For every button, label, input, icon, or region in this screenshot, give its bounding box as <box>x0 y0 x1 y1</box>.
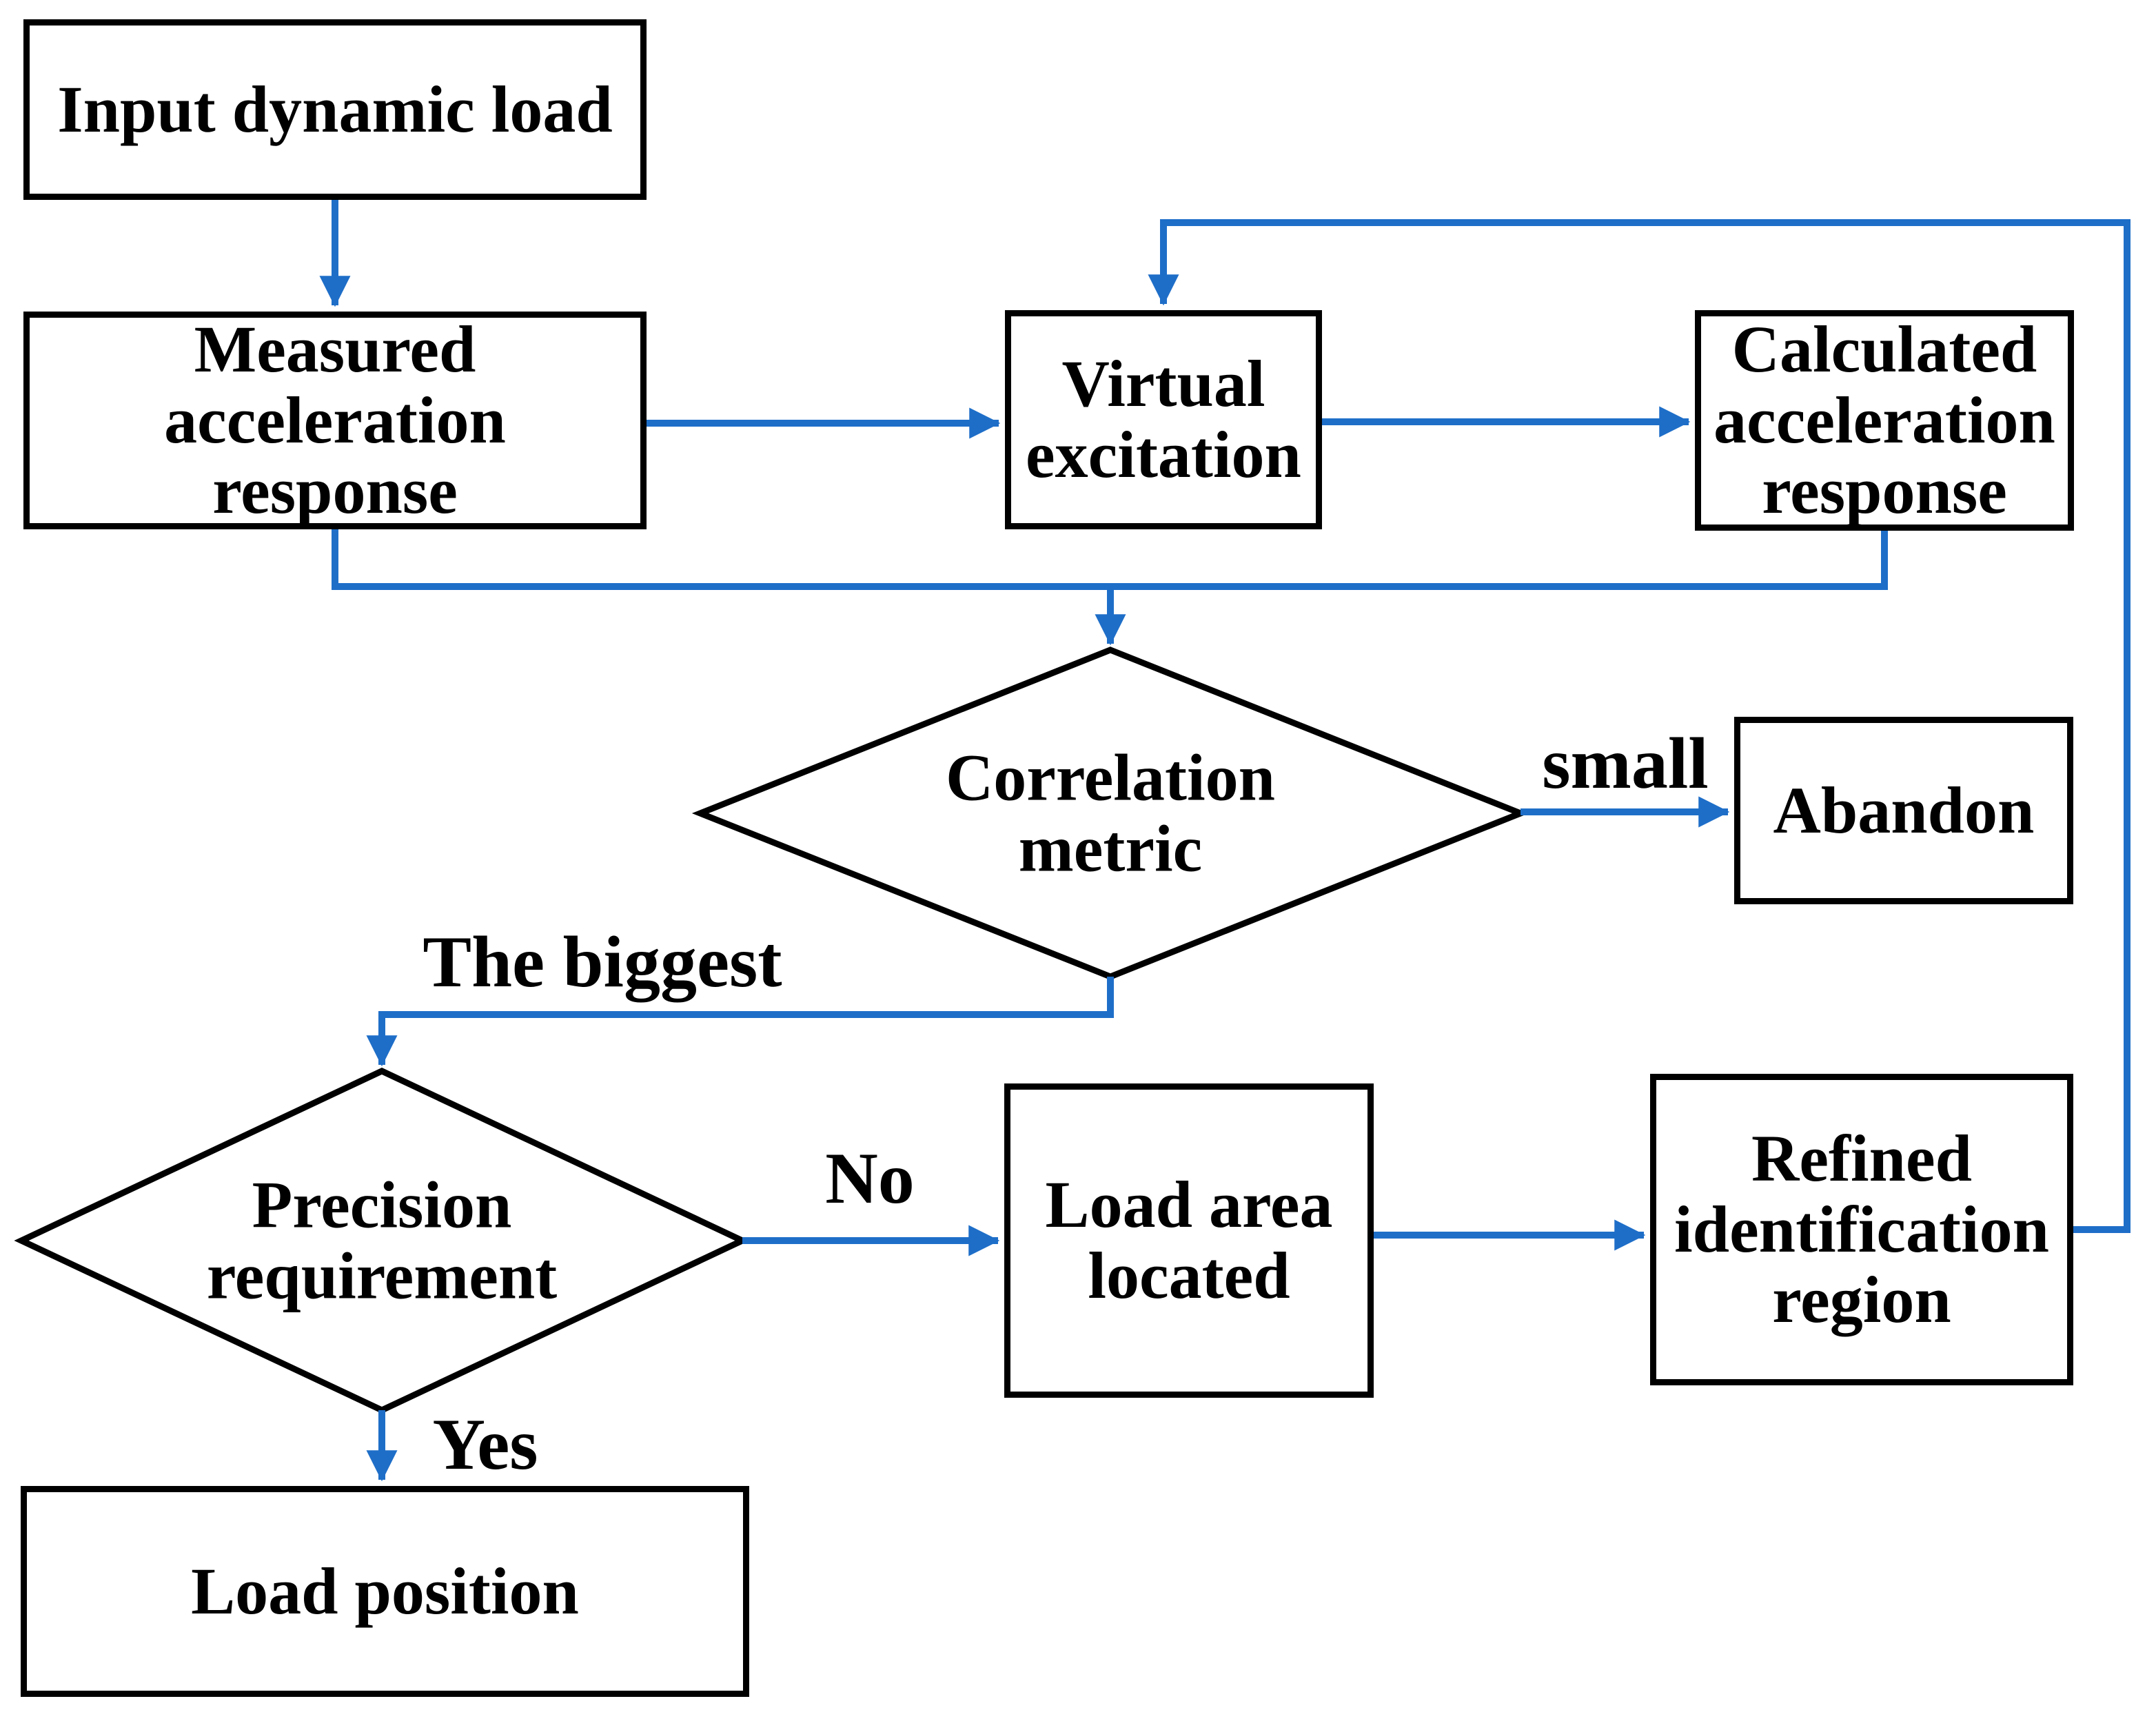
node-load-area-located: Load area located <box>1004 1083 1374 1398</box>
node-virtual-excitation-label: Virtual excitation <box>1026 347 1301 491</box>
diamond-correlation-metric-label: Correlation metric <box>946 730 1275 896</box>
node-refined-identification-region-label: Refined identification region <box>1674 1121 2049 1337</box>
node-abandon-label: Abandon <box>1773 773 2035 847</box>
node-calculated-acceleration-response: Calculated acceleration response <box>1695 310 2074 531</box>
node-load-position: Load position <box>21 1486 749 1697</box>
diamond-precision-requirement-label: Precision requirement <box>207 1157 557 1323</box>
node-refined-identification-region: Refined identification region <box>1650 1074 2073 1385</box>
node-measured-acceleration-response: Measured acceleration response <box>23 312 647 529</box>
correlation-metric-text: Correlation metric <box>945 740 1276 885</box>
node-abandon: Abandon <box>1734 717 2073 904</box>
edge-collector-measured-calculated <box>332 529 1888 590</box>
node-input-dynamic-load-label: Input dynamic load <box>57 72 613 146</box>
node-calculated-acceleration-response-label: Calculated acceleration response <box>1713 312 2055 528</box>
node-input-dynamic-load: Input dynamic load <box>23 19 647 200</box>
node-load-area-located-label: Load area located <box>1045 1168 1333 1312</box>
edge-label-no: No <box>825 1138 915 1219</box>
node-load-position-label: Load position <box>191 1554 579 1628</box>
node-virtual-excitation: Virtual excitation <box>1005 310 1322 529</box>
edge-label-small: small <box>1542 723 1709 804</box>
node-measured-acceleration-response-label: Measured acceleration response <box>164 312 506 528</box>
precision-requirement-text: Precision requirement <box>206 1168 558 1312</box>
edge-label-yes: Yes <box>432 1404 538 1485</box>
edge-label-the-biggest: The biggest <box>423 921 782 1002</box>
